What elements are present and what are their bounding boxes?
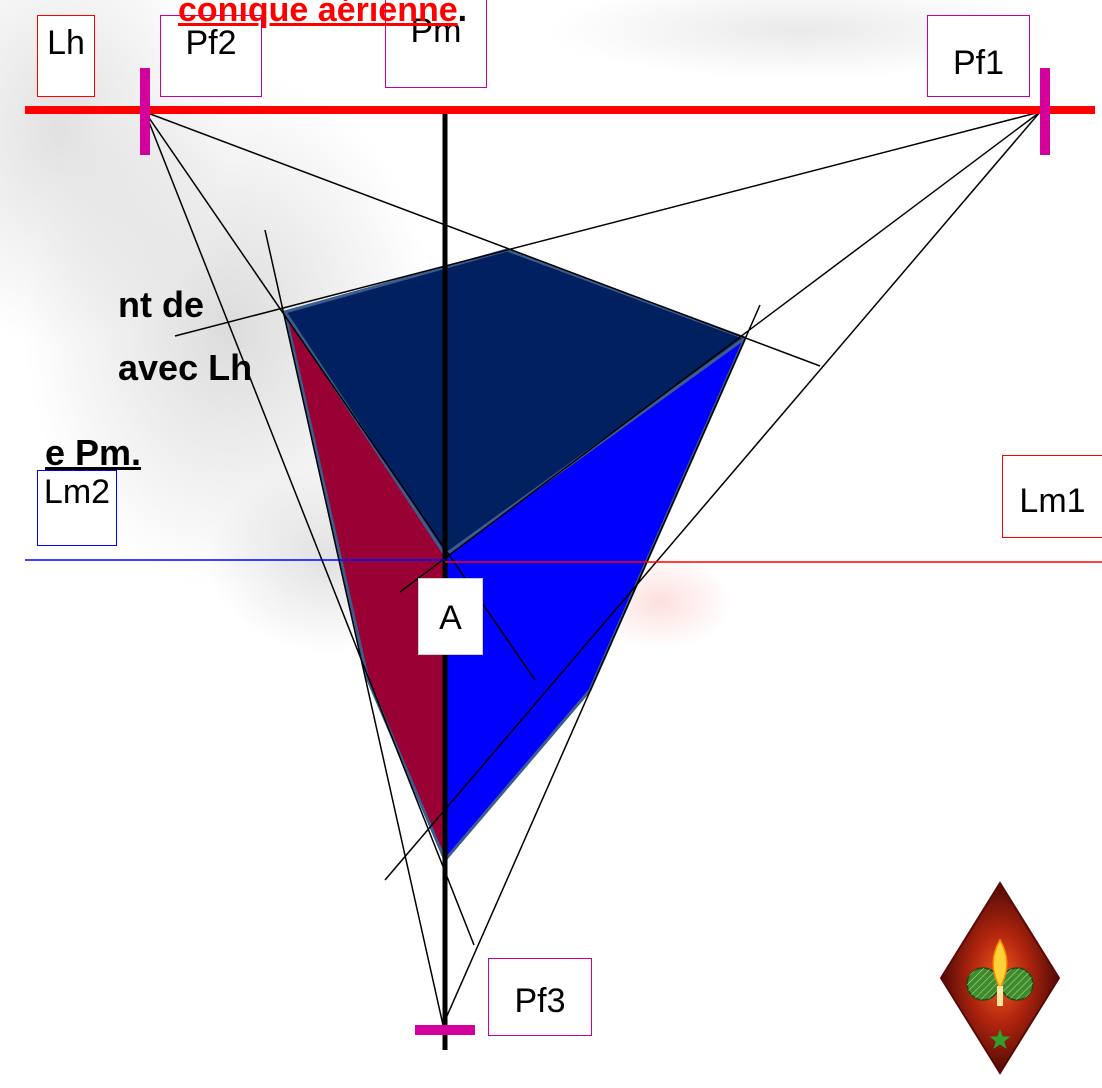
- label-lm2: Lm2: [37, 470, 117, 546]
- label-point-a: A: [418, 578, 483, 655]
- construction-line-pf1-bottom: [384, 111, 1041, 881]
- slide-title: conique aérienne.: [178, 0, 498, 34]
- side-text-line-2: avec Lh: [118, 347, 253, 388]
- slide-title-line: conique aérienne.: [178, 0, 467, 30]
- construction-lines: [144, 111, 1041, 1026]
- construction-line-pf2-bottom: [144, 111, 475, 946]
- side-text-line-1: nt de: [118, 284, 204, 325]
- label-pf1-text: Pf1: [952, 44, 1005, 82]
- diamond-emblem-icon: [939, 881, 1061, 1075]
- construction-line-pf1-front: [399, 111, 1041, 593]
- slide-title-period: .: [457, 0, 468, 29]
- label-lm1-text: Lm1: [1019, 482, 1086, 520]
- label-lm1: Lm1: [1002, 455, 1102, 538]
- label-lm2-text: Lm2: [43, 473, 111, 511]
- label-pf1: Pf1: [927, 15, 1030, 97]
- label-pm-text: Pm: [410, 12, 462, 50]
- label-lh: Lh: [37, 15, 95, 97]
- label-pf2-text: Pf2: [185, 24, 237, 62]
- label-pf3: Pf3: [488, 958, 592, 1036]
- slide-title-text: conique aérienne: [178, 0, 458, 29]
- label-point-a-text: A: [439, 599, 462, 637]
- construction-line-pf1-back: [174, 111, 1041, 337]
- label-pf2: Pf2: [160, 15, 262, 97]
- construction-line-pf2-back: [144, 111, 821, 367]
- construction-line-pf3-left: [264, 229, 444, 1026]
- label-pf3-text: Pf3: [514, 982, 566, 1020]
- label-lh-text: Lh: [47, 24, 85, 62]
- construction-line-pf3-right: [442, 304, 761, 1026]
- label-pm: Pm: [385, 0, 487, 88]
- side-text-line-3: e Pm.: [45, 432, 142, 473]
